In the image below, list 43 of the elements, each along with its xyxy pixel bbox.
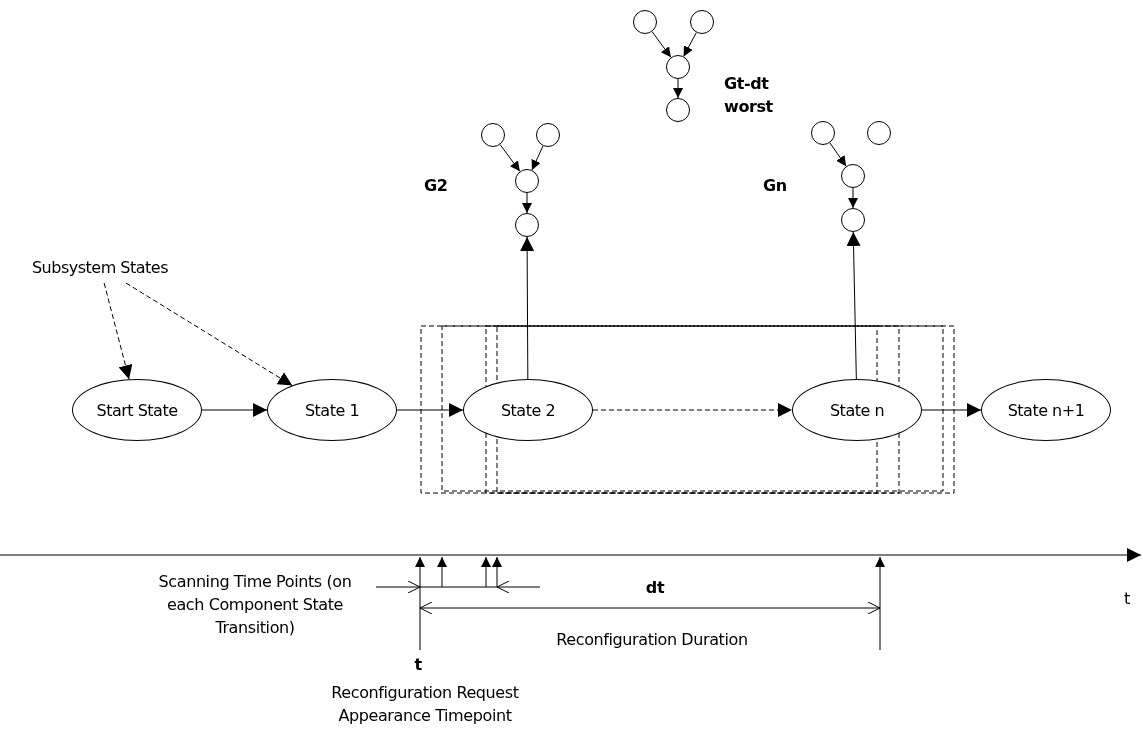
- graph-circle: [690, 10, 714, 34]
- graph-circle: [841, 208, 865, 232]
- annotation-text: Gt-dt worst: [724, 73, 774, 118]
- dashed-arrow: [592, 403, 793, 417]
- arrow: [651, 31, 672, 58]
- arrow: [520, 236, 535, 380]
- arrow: [848, 187, 858, 209]
- graph-circle: [536, 123, 560, 147]
- arrow: [499, 144, 521, 172]
- annotation-text: Gn: [763, 175, 788, 197]
- annotation-text: t: [1123, 588, 1131, 610]
- annotation-text: t: [413, 654, 423, 676]
- state-label: State 2: [500, 400, 556, 420]
- graph-circle: [515, 169, 539, 193]
- arrow: [531, 145, 544, 171]
- graph-circle: [811, 121, 835, 145]
- state-label: State n+1: [1007, 400, 1085, 420]
- arrow: [829, 142, 847, 167]
- graph-circle: [481, 123, 505, 147]
- graph-circle: [666, 55, 690, 79]
- arrow: [673, 78, 683, 99]
- arrow: [921, 403, 982, 417]
- annotation-text: dt: [644, 577, 666, 599]
- graph-circle: [666, 98, 690, 122]
- state-label: Start State: [96, 400, 178, 420]
- graph-circle: [633, 10, 657, 34]
- graph-circle: [867, 121, 891, 145]
- state-label: State n: [829, 400, 885, 420]
- state-label: State 1: [304, 400, 360, 420]
- dashed-arrow: [103, 282, 133, 380]
- arrow: [396, 403, 464, 417]
- annotation-text: Reconfiguration Duration: [555, 629, 749, 651]
- graph-circle: [515, 213, 539, 237]
- annotation-text: Reconfiguration Request Appearance Timepoint: [330, 682, 520, 727]
- arrow: [522, 192, 532, 214]
- annotation-text: Subsystem States: [31, 257, 169, 277]
- annotation-text: Scanning Time Points (on each Component State Transition): [157, 571, 353, 639]
- arrow: [201, 403, 268, 417]
- annotation-text: G2: [424, 175, 449, 197]
- arrow: [683, 32, 697, 57]
- dashed-arrow: [125, 282, 293, 386]
- arrow: [846, 231, 861, 380]
- graph-circle: [841, 164, 865, 188]
